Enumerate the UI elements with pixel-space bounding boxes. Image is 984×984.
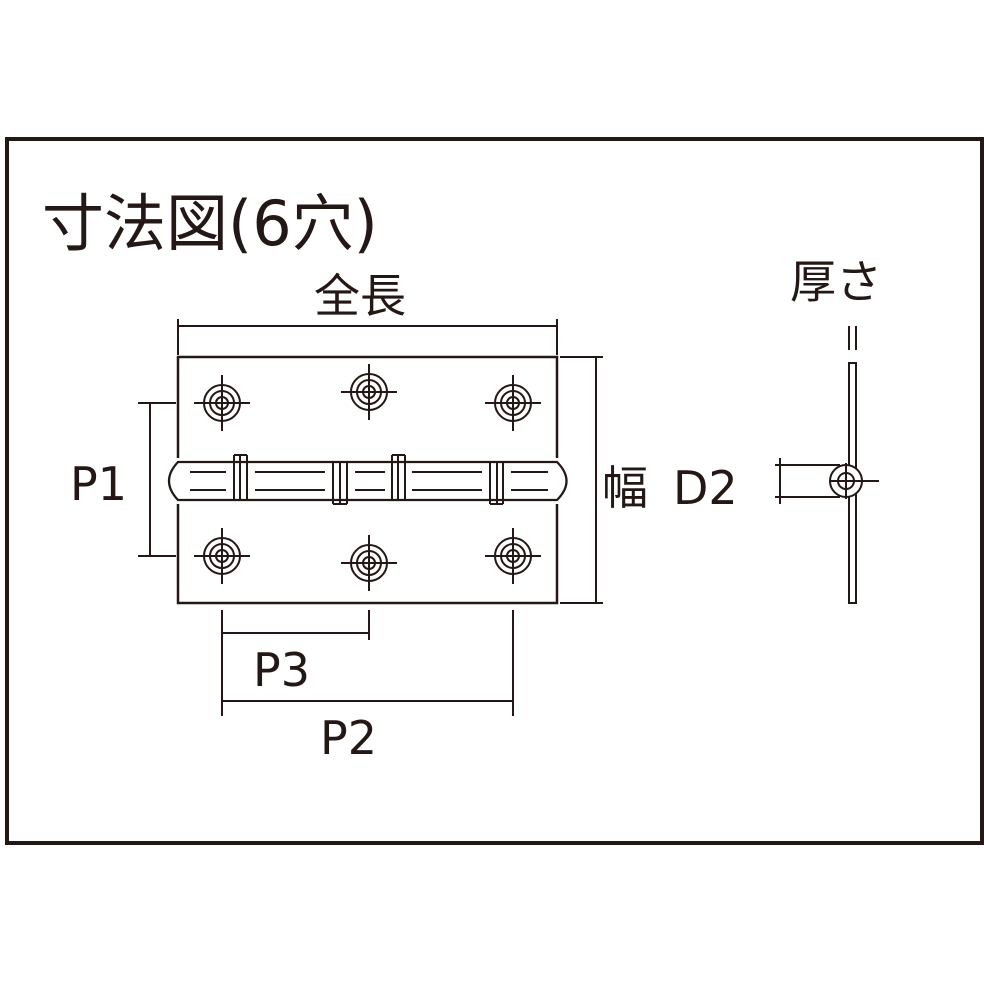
drawing-title: 寸法図(6穴): [42, 187, 378, 260]
p3-dimension: [221, 610, 370, 716]
hinge-knuckle: [167, 460, 568, 502]
thickness-label: 厚さ: [790, 255, 882, 309]
screw-holes: [194, 364, 541, 591]
screw-hole: [341, 364, 397, 420]
screw-hole: [485, 528, 541, 584]
p2-label: P2: [320, 711, 377, 765]
p2-dimension: [222, 610, 514, 716]
knuckle-segments: [190, 454, 548, 505]
overall-length-label: 全長: [314, 269, 406, 323]
width-dimension: [560, 356, 603, 604]
screw-hole: [341, 535, 397, 591]
hinge-top-leaf: [176, 355, 559, 458]
screw-hole: [485, 375, 541, 431]
d2-label: D2: [673, 461, 738, 515]
drawing-border: [5, 137, 984, 845]
p1-dimension: [138, 402, 176, 557]
d2-dimension: [775, 458, 840, 504]
hinge-side-view: [829, 326, 879, 604]
overall-length-dimension: [177, 319, 558, 355]
p1-label: P1: [70, 457, 127, 511]
hinge-front-view: [167, 355, 568, 605]
screw-hole: [194, 375, 250, 431]
screw-hole: [194, 528, 250, 584]
hinge-bottom-leaf: [176, 504, 559, 605]
p3-label: P3: [253, 643, 310, 697]
width-label: 幅: [602, 461, 648, 515]
